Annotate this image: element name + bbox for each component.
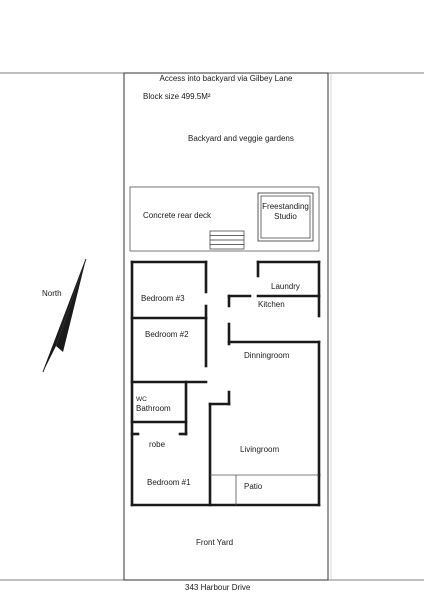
patio-label: Patio [244,482,263,491]
rear-deck [129,186,320,252]
steps-icon [209,230,245,250]
studio-label: Freestanding Studio [262,202,309,221]
rear-access-label: Access into backyard via Gilbey Lane [159,74,293,83]
front-yard-label: Front Yard [196,538,234,547]
living-label: Livingroom [240,445,280,454]
address-label: 343 Harbour Drive [185,583,251,592]
backyard-label: Backyard and veggie gardens [188,134,294,143]
deck-label: Concrete rear deck [143,211,212,220]
studio-outline-outer [257,192,314,242]
bedroom2-label: Bedroom #2 [145,330,189,339]
block-outline [123,72,329,581]
bathroom-label: Bathroom [136,404,171,413]
block-size-label: Block size 499.5M² [143,92,211,101]
laundry-label: Laundry [271,282,300,291]
bedroom1-label: Bedroom #1 [147,478,191,487]
robe-label: robe [149,440,166,449]
studio-outline-inner [260,195,311,239]
house-walls [130,260,321,507]
bedroom3-label: Bedroom #3 [141,294,185,303]
north-label: North [42,289,62,298]
north-arrow-icon [42,258,87,373]
wc-label: WC [136,396,147,403]
dining-label: Dinningroom [244,351,290,360]
patio-lines [210,474,319,505]
kitchen-label: Kitchen [258,300,285,309]
